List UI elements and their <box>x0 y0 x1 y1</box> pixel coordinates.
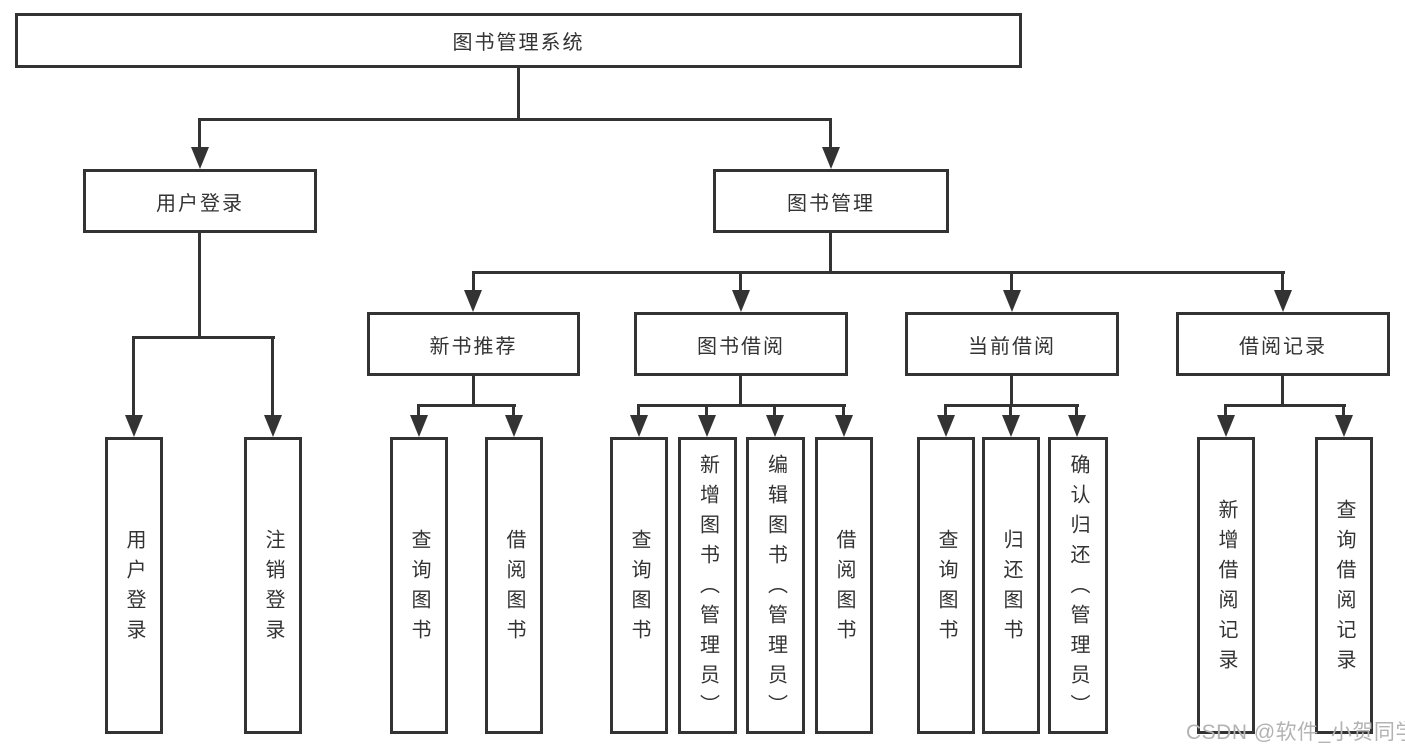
leaf-edit-book-admin: 编辑图书（管理员） <box>746 437 805 734</box>
arrow-down-icon <box>1002 415 1020 437</box>
connector-line <box>944 404 947 423</box>
connector-line <box>472 376 475 404</box>
connector-line <box>842 404 845 423</box>
connector-line <box>739 376 742 404</box>
connector-line <box>417 404 420 423</box>
leaf-add-borrow-record: 新增借阅记录 <box>1197 437 1255 734</box>
arrow-down-icon <box>505 415 523 437</box>
connector-line <box>1281 271 1284 298</box>
node-book-borrowing: 图书借阅 <box>634 312 848 376</box>
arrow-down-icon <box>937 415 955 437</box>
connector-line <box>1342 404 1345 423</box>
leaf-query-books-recommend: 查询图书 <box>390 437 448 734</box>
connector-line <box>132 336 275 339</box>
connector-line <box>1281 376 1284 404</box>
connector-line <box>1224 404 1227 423</box>
arrow-down-icon <box>835 415 853 437</box>
connector-line <box>705 404 708 423</box>
leaf-confirm-return-admin: 确认归还（管理员） <box>1048 437 1108 734</box>
arrow-down-icon <box>1068 415 1086 437</box>
connector-line <box>198 118 832 121</box>
arrow-down-icon <box>1217 415 1235 437</box>
node-library-management-system: 图书管理系统 <box>15 13 1022 68</box>
connector-line <box>271 336 274 423</box>
connector-line <box>637 404 846 407</box>
connector-line <box>198 118 201 155</box>
watermark: CSDN @软件_小贺同学 <box>1186 721 1405 744</box>
leaf-query-borrow-record: 查询借阅记录 <box>1315 437 1373 734</box>
connector-line <box>132 336 135 423</box>
leaf-query-books-current: 查询图书 <box>917 437 975 734</box>
arrow-down-icon <box>464 290 482 312</box>
leaf-borrow-books-recommend: 借阅图书 <box>485 437 543 734</box>
connector-line <box>1075 404 1078 423</box>
connector-line <box>637 404 640 423</box>
connector-line <box>1010 376 1013 404</box>
arrow-down-icon <box>732 290 750 312</box>
connector-line <box>472 271 475 298</box>
connector-line <box>1009 404 1012 423</box>
connector-line <box>773 404 776 423</box>
arrow-down-icon <box>766 415 784 437</box>
arrow-down-icon <box>822 147 840 169</box>
connector-line <box>1010 271 1013 298</box>
leaf-logout: 注销登录 <box>244 437 302 734</box>
leaf-add-book-admin: 新增图书（管理员） <box>678 437 737 734</box>
arrow-down-icon <box>1003 290 1021 312</box>
node-current-borrowing: 当前借阅 <box>905 312 1119 376</box>
leaf-return-book: 归还图书 <box>982 437 1040 734</box>
connector-line <box>1224 404 1346 407</box>
leaf-query-books-borrowing: 查询图书 <box>610 437 668 734</box>
connector-line <box>417 404 516 407</box>
arrow-down-icon <box>264 415 282 437</box>
connector-line <box>829 233 832 271</box>
node-new-book-recommendation: 新书推荐 <box>367 312 580 376</box>
arrow-down-icon <box>125 415 143 437</box>
arrow-down-icon <box>630 415 648 437</box>
arrow-down-icon <box>1274 290 1292 312</box>
connector-line <box>512 404 515 423</box>
connector-line <box>517 68 520 118</box>
leaf-user-login: 用户登录 <box>105 437 163 734</box>
connector-line <box>472 271 1285 274</box>
leaf-borrow-books: 借阅图书 <box>815 437 873 734</box>
connector-line <box>829 118 832 155</box>
node-user-login: 用户登录 <box>83 169 317 233</box>
connector-line <box>739 271 742 298</box>
arrow-down-icon <box>698 415 716 437</box>
arrow-down-icon <box>191 147 209 169</box>
arrow-down-icon <box>410 415 428 437</box>
connector-line <box>198 233 201 336</box>
node-book-management: 图书管理 <box>713 169 949 233</box>
arrow-down-icon <box>1335 415 1353 437</box>
node-borrowing-records: 借阅记录 <box>1176 312 1390 376</box>
